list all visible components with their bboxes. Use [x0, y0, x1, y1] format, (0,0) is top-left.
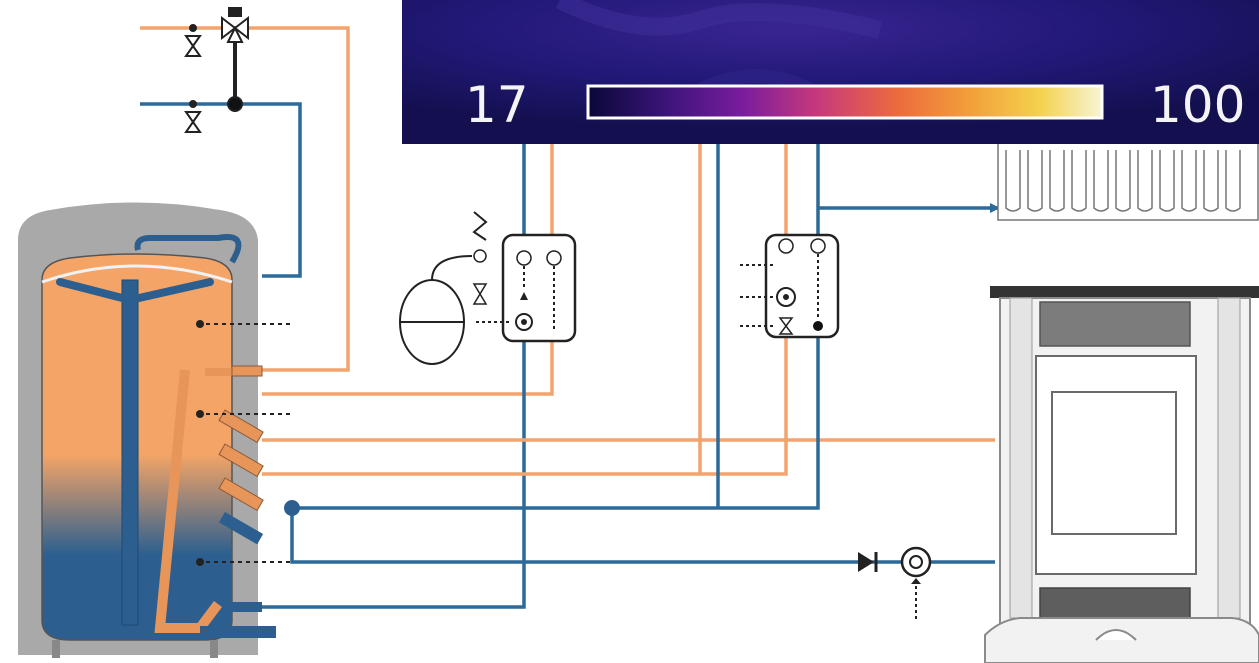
tank-top-coil [134, 234, 242, 264]
hot-pipe-pump-station-1 [262, 140, 554, 396]
tee-junction [227, 96, 243, 112]
pump-station-left [399, 211, 577, 365]
radiator-fin [1093, 150, 1109, 212]
scale-gradient-bar [586, 84, 1104, 120]
buffer-tank [18, 202, 300, 658]
tank-nozzles [218, 365, 264, 512]
scale-max-label: 100 [1150, 76, 1245, 134]
hot-lance [154, 369, 222, 633]
radiator-fin [1071, 150, 1087, 212]
radiator-fin [1115, 150, 1131, 212]
top-valves [184, 7, 249, 133]
ball-valve-top-1 [184, 24, 202, 57]
station-2-housing [764, 233, 840, 339]
return-tee [284, 500, 300, 516]
cold-return-pipe-top [140, 102, 302, 278]
stove-return-components [858, 546, 932, 622]
stove-top [990, 286, 1259, 298]
stove-base [984, 617, 1259, 663]
pump-station-right [740, 233, 840, 339]
radiator-fin [1005, 150, 1021, 212]
thermal-scale-overlay: 17 100 [402, 0, 1259, 144]
radiator-fin [1203, 150, 1219, 212]
check-valve-icon [858, 552, 874, 572]
radiator [997, 139, 1259, 221]
mixing-valve-icon [221, 7, 249, 43]
station-1-housing [501, 233, 577, 343]
temperature-sensors [196, 320, 204, 566]
stove-return-pipe [290, 508, 995, 564]
radiator-fin [1225, 150, 1241, 212]
ball-valve-top-2 [184, 100, 202, 133]
radiator-fin [1137, 150, 1153, 212]
stratifier-tube [121, 279, 139, 626]
stove-top-panel [1039, 301, 1191, 347]
radiator-fin [1049, 150, 1065, 212]
stratifier-arms [56, 278, 214, 305]
pellet-stove [984, 286, 1259, 663]
scale-min-label: 17 [465, 76, 529, 134]
radiator-fin [1159, 150, 1175, 212]
radiator-fin [1181, 150, 1197, 212]
stove-window [1051, 391, 1177, 535]
radiator-fin [1027, 150, 1043, 212]
